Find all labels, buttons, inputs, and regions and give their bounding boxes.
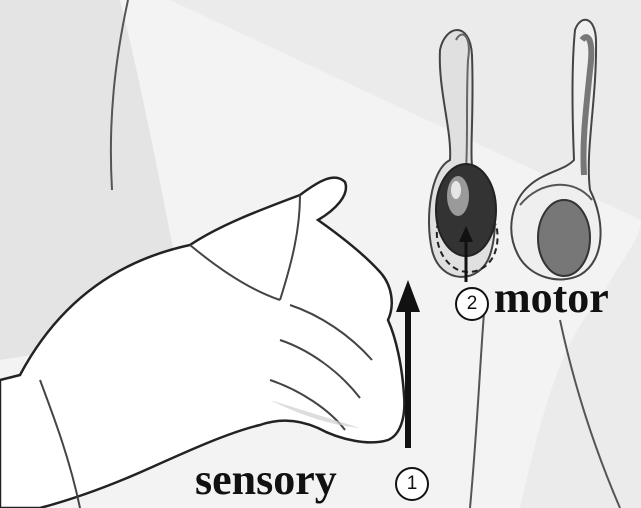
sensory-label: sensory <box>195 458 337 502</box>
motor-label: motor <box>494 276 609 320</box>
right-testis <box>538 200 590 276</box>
left-testis-gloss <box>451 181 461 199</box>
step-1-badge: 1 <box>395 467 429 501</box>
step-2-badge: 2 <box>455 287 489 321</box>
